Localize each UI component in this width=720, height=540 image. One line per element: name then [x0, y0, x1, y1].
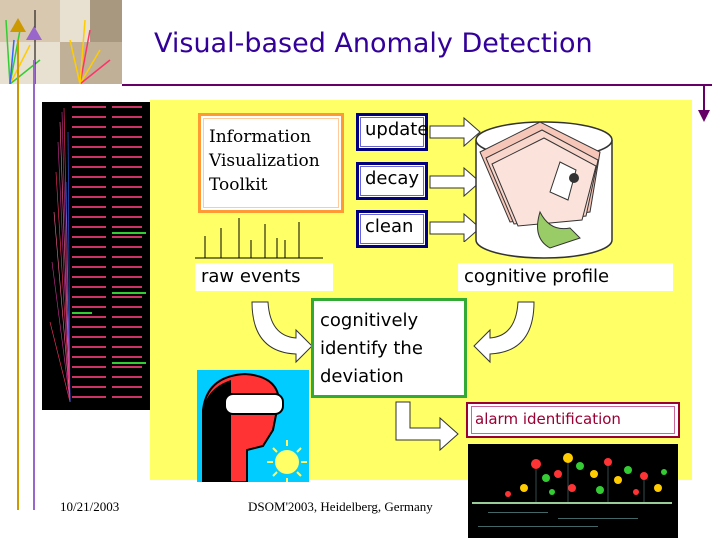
update-button[interactable]: update	[356, 113, 428, 151]
update-label: update	[365, 119, 429, 140]
accent-line	[33, 60, 35, 510]
visualization-icon	[468, 444, 678, 538]
document-cylinder-icon	[475, 121, 613, 259]
toolkit-line: Toolkit	[209, 175, 268, 195]
divider	[122, 84, 712, 86]
arrow-icon	[395, 401, 459, 452]
decay-label: decay	[365, 168, 420, 189]
person-goggles-icon	[197, 370, 309, 482]
toolkit-line: Information	[209, 127, 312, 147]
toolkit-box: Information Visualization Toolkit	[198, 113, 344, 213]
identify-line: identify the	[320, 338, 423, 359]
alarm-identification-box: alarm identification	[466, 402, 680, 438]
alarm-label: alarm identification	[475, 410, 621, 428]
clean-button[interactable]: clean	[356, 210, 428, 248]
page-title: Visual-based Anomaly Detection	[154, 28, 593, 59]
raw-events-label: raw events	[195, 263, 333, 291]
arrow-down-icon	[698, 84, 710, 122]
clean-label: clean	[365, 216, 414, 237]
accent-line	[17, 40, 19, 510]
identify-line: deviation	[320, 366, 404, 387]
event-ticks	[195, 218, 323, 259]
decay-button[interactable]: decay	[356, 162, 428, 200]
cognitive-profile-label: cognitive profile	[458, 263, 673, 291]
identify-line: cognitively	[320, 310, 419, 331]
logo-graph-icon	[0, 0, 122, 84]
arrow-icon	[429, 116, 481, 242]
toolkit-line: Visualization	[209, 151, 320, 171]
curved-arrow-icon	[251, 301, 313, 364]
footer-date: 10/21/2003	[60, 499, 120, 514]
footer-conference: DSOM'2003, Heidelberg, Germany	[248, 499, 433, 514]
arrow-up-icon	[10, 18, 42, 40]
curved-arrow-icon	[473, 301, 535, 364]
log-window-icon	[42, 102, 150, 410]
identify-deviation-box: cognitively identify the deviation	[311, 298, 467, 398]
